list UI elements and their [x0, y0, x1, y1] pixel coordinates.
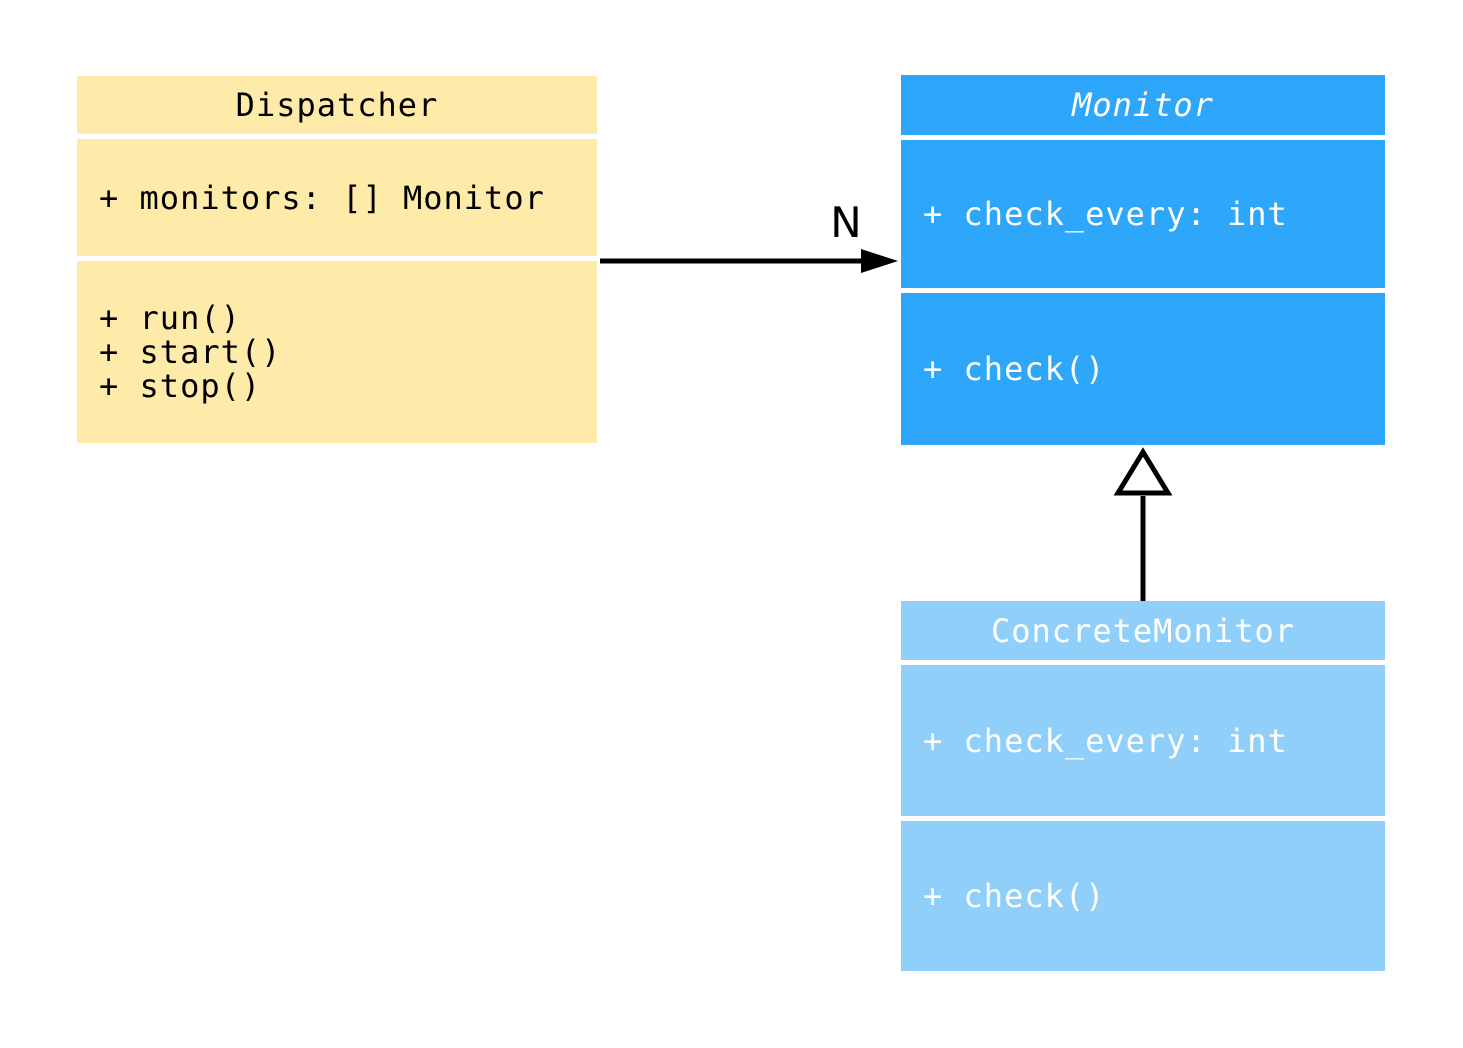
generalization-arrow	[1113, 447, 1173, 601]
class-box-concrete-monitor: ConcreteMonitor + check_every: int + che…	[901, 601, 1385, 971]
class-attributes-monitor: + check_every: int	[901, 140, 1385, 288]
class-title-concrete-monitor: ConcreteMonitor	[901, 601, 1385, 660]
class-attributes-concrete-monitor: + check_every: int	[901, 665, 1385, 816]
attribute-monitors: + monitors: [] Monitor	[99, 178, 545, 217]
association-arrowhead-icon	[861, 249, 898, 273]
method-start: + start()	[99, 333, 282, 371]
class-methods-concrete-monitor: + check()	[901, 821, 1385, 971]
method-run: + run()	[99, 299, 241, 337]
class-title-dispatcher: Dispatcher	[77, 76, 597, 134]
generalization-triangle-icon	[1113, 447, 1173, 496]
class-box-dispatcher: Dispatcher + monitors: [] Monitor + run(…	[77, 76, 597, 443]
attribute-check-every: + check_every: int	[923, 195, 1288, 233]
class-methods-dispatcher: + run() + start() + stop()	[77, 261, 597, 443]
class-title-monitor: Monitor	[901, 75, 1385, 135]
method-check: + check()	[923, 350, 1106, 388]
attribute-check-every: + check_every: int	[923, 721, 1288, 760]
method-check: + check()	[923, 877, 1106, 915]
class-attributes-dispatcher: + monitors: [] Monitor	[77, 139, 597, 256]
class-methods-monitor: + check()	[901, 293, 1385, 445]
class-box-monitor: Monitor + check_every: int + check()	[901, 75, 1385, 445]
association-arrow	[600, 249, 898, 273]
method-stop: + stop()	[99, 367, 262, 405]
multiplicity-label: N	[830, 198, 862, 247]
